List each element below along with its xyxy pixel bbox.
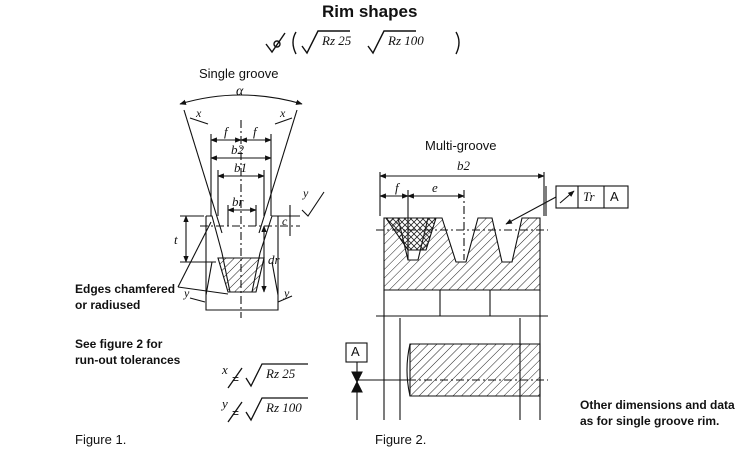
figure1-drawing [177,94,325,318]
legend-x-symbol: x [222,362,228,377]
dim-dr: dr [268,252,280,267]
tolerance-value: Tr [583,189,595,204]
note-see-line2: run-out tolerances [75,353,181,367]
legend-y-symbol: y [222,396,228,411]
dim-x-left: x [196,106,202,120]
dim-y-bottom-left: y [184,286,190,300]
page-title: Rim shapes [322,2,418,21]
figure2-note-line2: as for single groove rim. [580,414,720,428]
dim-x-right: x [280,106,286,120]
dim-c: c [282,214,288,228]
legend-y-value: Rz 100 [266,400,302,415]
dim-alpha: α [236,84,244,99]
dim-f-right: f [253,124,257,139]
note-edges-line1: Edges chamfered [75,282,176,296]
figure2-caption: Figure 2. [375,432,427,447]
dim-t: t [174,232,178,247]
tolerance-datum: A [610,189,619,204]
dim-b1: b1 [234,160,247,175]
legend-x-equals: = [232,372,240,386]
figure1-heading: Single groove [199,66,279,81]
note-edges-line2: or radiused [75,298,141,312]
header-roughness-value-1: Rz 25 [322,33,352,48]
dim-f-left: f [224,124,228,139]
datum-a-label: A [351,344,360,359]
header-roughness-symbols [265,30,460,55]
fig2-dim-b2: b2 [457,158,470,173]
dim-b2: b2 [231,142,244,157]
figure2-heading: Multi-groove [425,138,497,153]
legend-roughness-symbols [227,363,308,423]
legend-y-equals: = [232,406,240,420]
figure2-drawing [345,172,629,420]
fig2-dim-e: e [432,180,438,195]
fig2-dim-f: f [395,180,399,195]
legend-x-value: Rz 25 [266,366,296,381]
header-roughness-value-2: Rz 100 [388,33,424,48]
dim-y-bottom-right: y [284,286,290,300]
note-see-line1: See figure 2 for [75,337,163,351]
dim-y-right: y [303,186,309,200]
figure1-caption: Figure 1. [75,432,127,447]
dim-br: br [232,194,244,209]
figure2-note-line1: Other dimensions and data [580,398,735,412]
